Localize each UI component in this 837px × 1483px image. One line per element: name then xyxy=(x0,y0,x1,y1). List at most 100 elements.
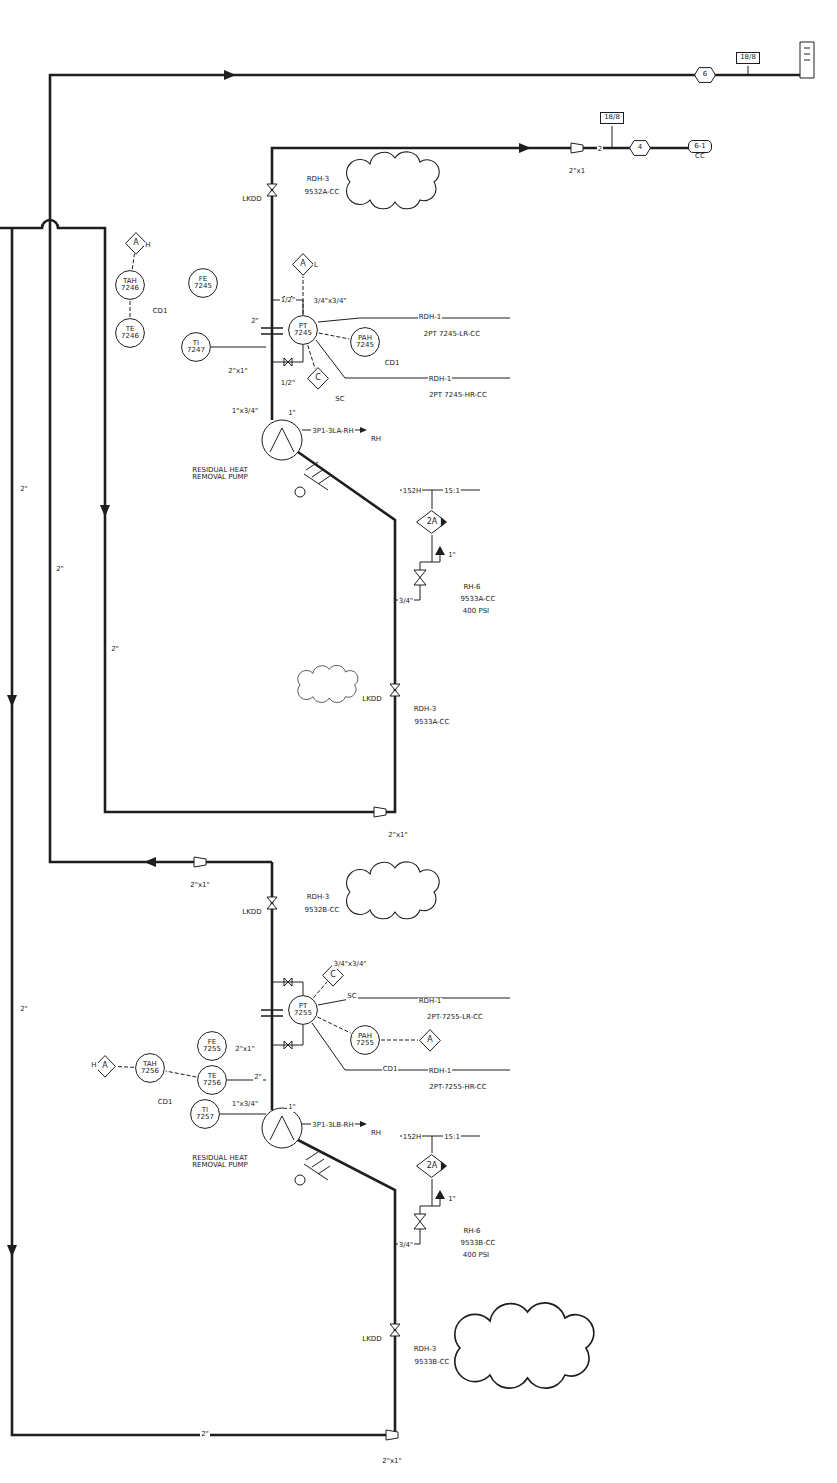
drawing-label-wrap: 2" xyxy=(250,308,260,327)
instrument-leader xyxy=(312,1023,510,1070)
diamond-outline xyxy=(420,1029,441,1051)
instrument-tag: 4 xyxy=(638,144,642,151)
pump-symbol xyxy=(360,427,367,433)
drawing-label-wrap: 400 PSI xyxy=(462,598,490,617)
drawing-label-wrap: 1"x3/4" xyxy=(231,398,259,417)
drawing-label-wrap: L xyxy=(313,252,319,271)
sheet-box: 18/8 xyxy=(600,112,624,124)
signal-line xyxy=(308,345,315,368)
drawing-label-wrap: 1" xyxy=(287,400,297,419)
instrument-tag: PT 7255 xyxy=(294,1003,312,1018)
drawing-label: 1" xyxy=(287,410,297,418)
drawing-label: 15:1 xyxy=(443,488,461,496)
bubble-outline xyxy=(351,1026,380,1055)
sheet-box: 18/8 xyxy=(736,52,760,64)
impulse-line xyxy=(211,300,303,1114)
pump-symbol xyxy=(295,487,305,497)
drawing-label-wrap: 3/4"x3/4" xyxy=(332,951,367,970)
pump-symbol xyxy=(270,428,294,452)
impulse-line xyxy=(272,345,303,362)
drawing-label-wrap: 1" xyxy=(447,542,457,561)
instrument-tag: A xyxy=(133,239,138,247)
instrument-leader xyxy=(312,318,510,1070)
drawing-label: 152H xyxy=(402,1134,423,1142)
diamond-outline xyxy=(126,232,147,254)
drawing-label-wrap: RDH-3 xyxy=(413,696,438,715)
drawing-label: 2"x1" xyxy=(387,832,409,840)
relief-valve xyxy=(400,1136,480,1206)
signal-line xyxy=(313,982,327,998)
signal-diamond: A xyxy=(419,1029,441,1052)
process-pipe xyxy=(272,148,688,420)
instrument-tag: TE 7256 xyxy=(203,1073,221,1088)
revision-cloud xyxy=(347,152,440,209)
drawing-label: LKDD xyxy=(361,696,382,704)
instrument-tag: A xyxy=(427,1036,432,1044)
drawing-label-wrap: RH-6 xyxy=(462,574,481,593)
bubble-outline xyxy=(182,333,211,362)
bubble-outline xyxy=(116,319,145,348)
instrument-tag: TAH 7246 xyxy=(121,278,139,293)
drawing-label-wrap: RDH-3 xyxy=(413,1336,438,1355)
pump-symbol xyxy=(262,420,367,1185)
valve-symbol xyxy=(267,184,277,196)
drawing-label: 2PT 7245-LR-CC xyxy=(423,331,481,339)
drawing-label-wrap: 1"x3/4" xyxy=(231,1091,259,1110)
flow-arrow xyxy=(224,70,236,80)
drawing-label-wrap: 3/4" xyxy=(398,588,415,607)
flow-arrow xyxy=(7,70,531,1257)
drawing-label: 2"x1 xyxy=(568,168,586,176)
drawing-label-wrap: 1/2" xyxy=(280,370,297,389)
pipe-reducer xyxy=(194,857,206,867)
drawing-label: 1"x3/4" xyxy=(231,1101,259,1109)
drawing-label: RDH-3 xyxy=(306,894,331,902)
instrument-tag: TAH 7256 xyxy=(141,1061,159,1076)
instrument-tag: TI 7247 xyxy=(187,340,205,355)
support-hatch xyxy=(304,1152,330,1180)
pipe-end-symbol xyxy=(800,42,814,78)
drawing-label: RH-6 xyxy=(462,584,481,592)
drawing-label: 2" xyxy=(200,1431,210,1439)
drawing-label: LKDD xyxy=(241,909,262,917)
diamond-outline xyxy=(293,253,314,275)
drawing-label-wrap: 9533B-CC xyxy=(414,1349,451,1368)
drawing-label: CD1 xyxy=(382,1066,399,1074)
drawing-label-wrap: RESIDUAL HEAT REMOVAL PUMP xyxy=(183,464,257,483)
drawing-label: 3/4"x3/4" xyxy=(332,961,367,969)
relief-valve xyxy=(435,1190,445,1199)
drawing-label: 1" xyxy=(447,552,457,560)
drawing-label: SC xyxy=(334,396,345,404)
process-pipe xyxy=(50,75,800,862)
drawing-label-wrap: CD1 xyxy=(152,298,169,317)
drawing-label-wrap: 2" xyxy=(200,1421,210,1440)
drawing-label-wrap: RDH-3 xyxy=(306,166,331,185)
relief-valve xyxy=(420,555,440,570)
instrument-bubble: FE 7255 xyxy=(197,1031,227,1061)
drawing-label: 152H xyxy=(402,488,423,496)
drawing-label-wrap: 1" xyxy=(287,1094,297,1113)
instrument-bubble: PT 7255 xyxy=(288,995,318,1025)
drawing-label-wrap: RH-6 xyxy=(462,1218,481,1237)
drawing-label-wrap: RDH-3 xyxy=(306,884,331,903)
drawing-label-wrap: 9533A-CC xyxy=(460,586,497,605)
diamond-fill xyxy=(441,517,447,527)
drawing-label: 9533A-CC xyxy=(460,596,497,604)
drawing-label: 1" xyxy=(447,1196,457,1204)
pump-symbol xyxy=(360,1121,367,1127)
instrument-tag: A xyxy=(102,1062,107,1070)
drawing-label-wrap: 2PT-7255-LR-CC xyxy=(426,1004,484,1023)
instrument-bubble: PAH 7245 xyxy=(350,327,380,357)
instrument-tag: PAH 7255 xyxy=(356,1033,374,1048)
instrument-bubble: FE 7245 xyxy=(188,268,218,298)
leader-line xyxy=(748,66,749,75)
revision-cloud xyxy=(298,152,594,1388)
drawing-label: RDH-3 xyxy=(413,706,438,714)
drawing-label-wrap: RDH-1 xyxy=(428,366,453,385)
drawing-label: 2" xyxy=(55,566,65,574)
pump-symbol xyxy=(262,1108,302,1148)
drawing-label-wrap: 2"x1" xyxy=(234,1036,256,1055)
drawing-label-wrap: 2"x1" xyxy=(387,822,409,841)
drawing-label-wrap: 3/4"x3/4" xyxy=(312,288,347,307)
impulse-line xyxy=(272,982,303,995)
